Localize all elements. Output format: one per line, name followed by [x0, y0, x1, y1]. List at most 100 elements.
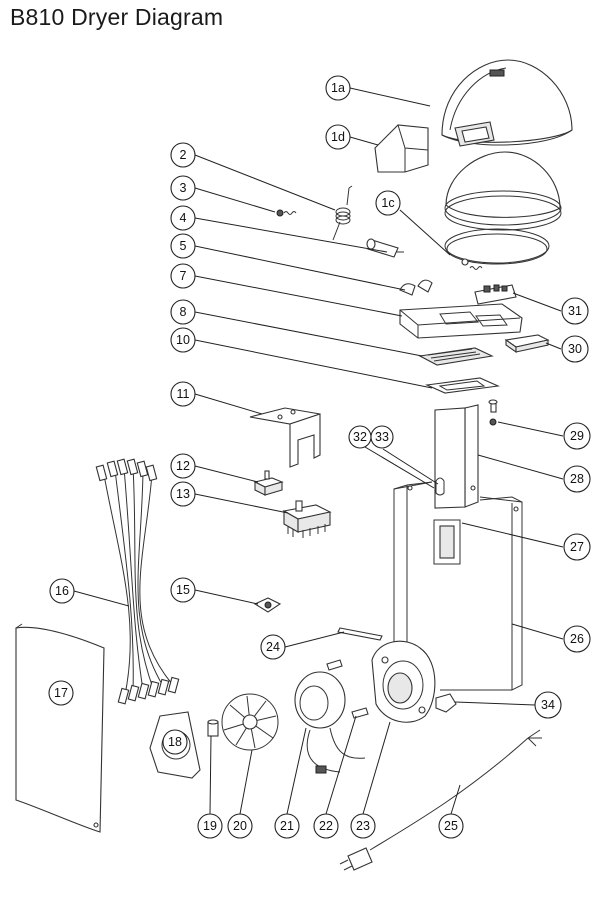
svg-text:32: 32 — [353, 430, 367, 444]
svg-text:7: 7 — [180, 269, 187, 283]
svg-text:5: 5 — [180, 239, 187, 253]
strain-relief-part — [435, 693, 457, 713]
back-frame-part — [433, 519, 461, 565]
leader-10 — [194, 339, 433, 389]
leader-21 — [286, 727, 307, 815]
lower-dome-part — [444, 151, 562, 231]
callout-1c: 1c — [375, 190, 401, 216]
leader-34 — [454, 701, 536, 706]
foam-pad-part — [504, 334, 550, 354]
callout-21: 21 — [274, 813, 300, 839]
leader-25 — [450, 784, 461, 815]
leader-7 — [194, 275, 403, 317]
callout-34: 34 — [534, 691, 562, 719]
svg-text:31: 31 — [568, 304, 582, 318]
svg-text:24: 24 — [266, 640, 280, 654]
leader-12 — [194, 465, 259, 483]
callout-2: 2 — [170, 142, 196, 168]
svg-text:18: 18 — [168, 735, 182, 749]
leader-16 — [73, 590, 130, 607]
thermal-fuse-part — [435, 477, 445, 496]
leader-13 — [194, 493, 289, 514]
screw-part — [276, 209, 297, 217]
heating-element-part — [337, 627, 383, 641]
callout-12: 12 — [170, 453, 196, 479]
callout-8: 8 — [170, 299, 196, 325]
leader-27 — [461, 522, 564, 548]
callout-16: 16 — [49, 578, 75, 604]
leader-20 — [239, 749, 253, 815]
leader-30 — [545, 342, 562, 350]
svg-text:25: 25 — [444, 819, 458, 833]
leader-lines — [73, 87, 564, 815]
callout-labels: 1a 1d 2 3 4 1c 5 7 31 8 30 10 11 29 32 3… — [48, 75, 591, 839]
page-title: B810 Dryer Diagram — [10, 4, 224, 30]
leader-23 — [362, 721, 391, 815]
callout-1d: 1d — [325, 124, 351, 150]
callout-4: 4 — [170, 205, 196, 231]
callout-32: 32 — [348, 425, 372, 449]
spacer-part — [207, 719, 219, 737]
leader-11 — [194, 393, 263, 415]
timer-part — [282, 500, 332, 538]
svg-text:13: 13 — [176, 487, 190, 501]
terminal-part — [253, 597, 282, 613]
leader-4 — [194, 217, 388, 253]
leader-1c — [399, 209, 451, 256]
bracket-plate-part — [424, 377, 501, 394]
svg-text:28: 28 — [570, 472, 584, 486]
torsion-spring-part — [332, 185, 353, 241]
svg-text:3: 3 — [180, 181, 187, 195]
callout-5: 5 — [170, 233, 196, 259]
callout-26: 26 — [563, 625, 591, 653]
callout-24: 24 — [260, 634, 286, 660]
svg-text:12: 12 — [176, 459, 190, 473]
callout-3: 3 — [170, 175, 196, 201]
leader-22 — [325, 715, 357, 815]
callout-18: 18 — [162, 729, 188, 755]
callout-22: 22 — [313, 813, 339, 839]
mounting-bracket-part — [249, 407, 321, 468]
callout-20: 20 — [227, 813, 253, 839]
knobs-part — [399, 279, 433, 296]
fan-housing-part — [371, 640, 436, 723]
svg-text:1a: 1a — [331, 81, 345, 95]
svg-text:1d: 1d — [331, 130, 345, 144]
callout-1a: 1a — [325, 75, 351, 101]
svg-text:33: 33 — [375, 430, 389, 444]
leader-31 — [512, 292, 562, 312]
svg-text:30: 30 — [568, 342, 582, 356]
vent-hood-part — [374, 124, 429, 173]
svg-text:10: 10 — [176, 333, 190, 347]
hinge-pin-part — [366, 238, 404, 258]
dome-ring-part — [444, 228, 550, 270]
callout-30: 30 — [561, 335, 589, 363]
leader-15 — [194, 589, 259, 605]
leader-28 — [477, 454, 564, 480]
svg-text:11: 11 — [177, 387, 190, 401]
callout-33: 33 — [370, 425, 394, 449]
callout-13: 13 — [170, 481, 196, 507]
top-panel-part — [399, 303, 523, 339]
svg-text:17: 17 — [54, 686, 68, 700]
svg-text:34: 34 — [541, 698, 555, 712]
callout-11: 11 — [170, 381, 196, 407]
callout-7: 7 — [170, 263, 196, 289]
callout-10: 10 — [170, 327, 196, 353]
fan-blade-part — [221, 693, 279, 751]
callout-29: 29 — [563, 422, 591, 450]
svg-text:15: 15 — [176, 583, 190, 597]
power-cord-part — [339, 729, 542, 871]
svg-text:19: 19 — [203, 819, 217, 833]
switch-block-part — [474, 284, 517, 305]
callout-28: 28 — [563, 465, 591, 493]
callout-15: 15 — [170, 577, 196, 603]
bolt-and-nut-part — [488, 399, 498, 426]
svg-text:1c: 1c — [381, 196, 394, 210]
leader-2 — [194, 154, 336, 211]
svg-text:23: 23 — [356, 819, 370, 833]
capacitor-part — [351, 707, 369, 719]
front-panel-part — [15, 623, 105, 833]
svg-text:27: 27 — [570, 540, 584, 554]
